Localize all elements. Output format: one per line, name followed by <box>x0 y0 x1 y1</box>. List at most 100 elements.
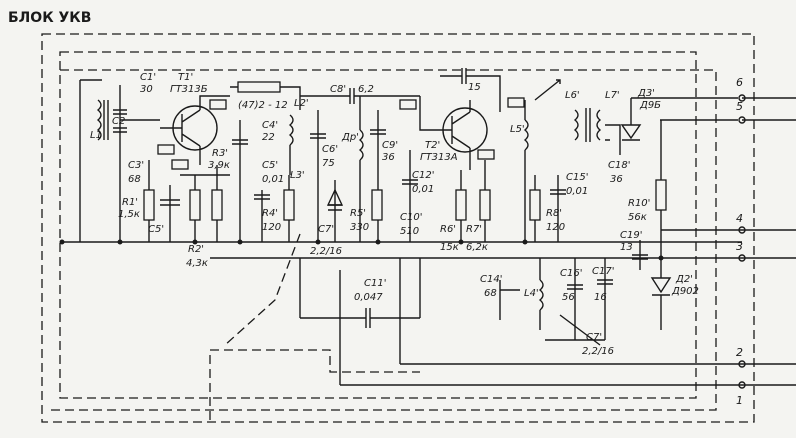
svg-text:C5': C5' <box>148 224 164 235</box>
resistor-R4 <box>283 189 295 221</box>
choke-Dr <box>358 129 364 161</box>
svg-text:4: 4 <box>736 212 743 225</box>
pin-6[interactable]: 6 <box>736 76 746 102</box>
svg-text:510: 510 <box>400 226 419 237</box>
svg-text:(47)2 - 12: (47)2 - 12 <box>238 100 288 111</box>
svg-text:C14': C14' <box>480 274 502 285</box>
svg-text:6,2к: 6,2к <box>466 242 488 253</box>
svg-text:3: 3 <box>736 240 743 253</box>
svg-text:0,01: 0,01 <box>262 174 284 185</box>
svg-text:2: 2 <box>736 346 743 359</box>
svg-text:Д9Б: Д9Б <box>639 100 661 111</box>
svg-text:30: 30 <box>140 84 153 95</box>
resistor-R5 <box>371 189 383 221</box>
svg-text:5: 5 <box>736 100 743 113</box>
pin-1[interactable]: 1 <box>736 381 746 407</box>
svg-text:0,01: 0,01 <box>412 184 434 195</box>
diode-D3 <box>620 124 642 141</box>
svg-text:C5': C5' <box>262 160 278 171</box>
svg-text:C12': C12' <box>412 170 434 181</box>
svg-text:C2: C2 <box>112 116 125 127</box>
svg-text:R5': R5' <box>350 208 366 219</box>
svg-text:C17': C17' <box>592 266 614 277</box>
svg-text:C8': C8' <box>330 84 346 95</box>
svg-text:C1': C1' <box>140 72 156 83</box>
svg-text:R3': R3' <box>212 148 228 159</box>
svg-text:C19': C19' <box>620 230 642 241</box>
svg-text:36: 36 <box>382 152 395 163</box>
svg-text:R2': R2' <box>188 244 204 255</box>
block-title: БЛОК УКВ <box>8 10 91 26</box>
svg-text:0,01: 0,01 <box>566 186 588 197</box>
svg-text:C16': C16' <box>560 268 582 279</box>
svg-text:C7': C7' <box>586 332 602 343</box>
svg-text:C15': C15' <box>566 172 588 183</box>
svg-text:C7': C7' <box>318 224 334 235</box>
svg-text:C10': C10' <box>400 212 422 223</box>
svg-text:6: 6 <box>736 76 743 89</box>
svg-text:C6': C6' <box>322 144 338 155</box>
svg-text:15к: 15к <box>440 242 459 253</box>
svg-text:1,5к: 1,5к <box>118 209 140 220</box>
svg-text:C4': C4' <box>262 120 278 131</box>
svg-text:56к: 56к <box>628 212 647 223</box>
svg-text:L4': L4' <box>524 288 539 299</box>
svg-text:R7': R7' <box>466 224 482 235</box>
coil-L1 <box>96 99 102 141</box>
outer-enclosure <box>41 33 755 423</box>
svg-text:4,3к: 4,3к <box>186 258 208 269</box>
svg-text:Др': Др' <box>341 132 359 143</box>
resistor-R-top <box>237 81 281 93</box>
svg-text:68: 68 <box>484 288 497 299</box>
transformer-L6-L7 <box>573 109 602 141</box>
svg-text:T1': T1' <box>178 72 193 83</box>
svg-text:L1: L1 <box>90 130 102 141</box>
svg-text:2,2/16: 2,2/16 <box>582 346 614 357</box>
svg-text:56: 56 <box>562 292 575 303</box>
svg-text:R8': R8' <box>546 208 562 219</box>
svg-text:L6': L6' <box>565 90 580 101</box>
svg-text:Д2': Д2' <box>675 274 693 285</box>
svg-text:75: 75 <box>322 158 335 169</box>
coil-L4 <box>538 279 544 311</box>
svg-text:330: 330 <box>350 222 369 233</box>
svg-text:120: 120 <box>262 222 281 233</box>
svg-text:2,2/16: 2,2/16 <box>310 246 342 257</box>
svg-text:Д902: Д902 <box>671 286 699 297</box>
svg-text:120: 120 <box>546 222 565 233</box>
svg-text:15: 15 <box>468 82 481 93</box>
svg-text:L5': L5' <box>510 124 525 135</box>
coil-L2 <box>288 114 294 146</box>
svg-text:36: 36 <box>610 174 623 185</box>
svg-text:13: 13 <box>620 242 633 253</box>
resistor-R8 <box>529 189 541 221</box>
svg-text:1: 1 <box>736 394 743 407</box>
svg-text:C9': C9' <box>382 140 398 151</box>
svg-text:Д3': Д3' <box>637 88 655 99</box>
resistor-R10 <box>655 179 667 211</box>
svg-text:C11': C11' <box>364 278 386 289</box>
svg-text:68: 68 <box>128 174 141 185</box>
svg-text:16: 16 <box>594 292 607 303</box>
svg-text:C18': C18' <box>608 160 630 171</box>
svg-text:ГТ313А: ГТ313А <box>420 152 458 163</box>
resistor-R2 <box>189 189 201 221</box>
svg-text:R4': R4' <box>262 208 278 219</box>
svg-text:L2': L2' <box>294 98 309 109</box>
svg-text:R10': R10' <box>628 198 650 209</box>
resistor-R6 <box>455 189 467 221</box>
diode-varicap <box>326 188 344 211</box>
coil-L5 <box>523 119 529 151</box>
svg-text:22: 22 <box>262 132 275 143</box>
svg-text:L3': L3' <box>290 170 305 181</box>
resistor-R3 <box>211 189 223 221</box>
svg-text:ГТ313Б: ГТ313Б <box>170 84 208 95</box>
svg-text:R6': R6' <box>440 224 456 235</box>
svg-text:L7': L7' <box>605 90 620 101</box>
svg-text:0,047: 0,047 <box>354 292 383 303</box>
svg-text:6,2: 6,2 <box>358 84 374 95</box>
resistor-R7 <box>479 189 491 221</box>
inner-shield <box>59 51 697 399</box>
svg-text:3,9к: 3,9к <box>208 160 230 171</box>
diode-D2 <box>650 258 672 330</box>
